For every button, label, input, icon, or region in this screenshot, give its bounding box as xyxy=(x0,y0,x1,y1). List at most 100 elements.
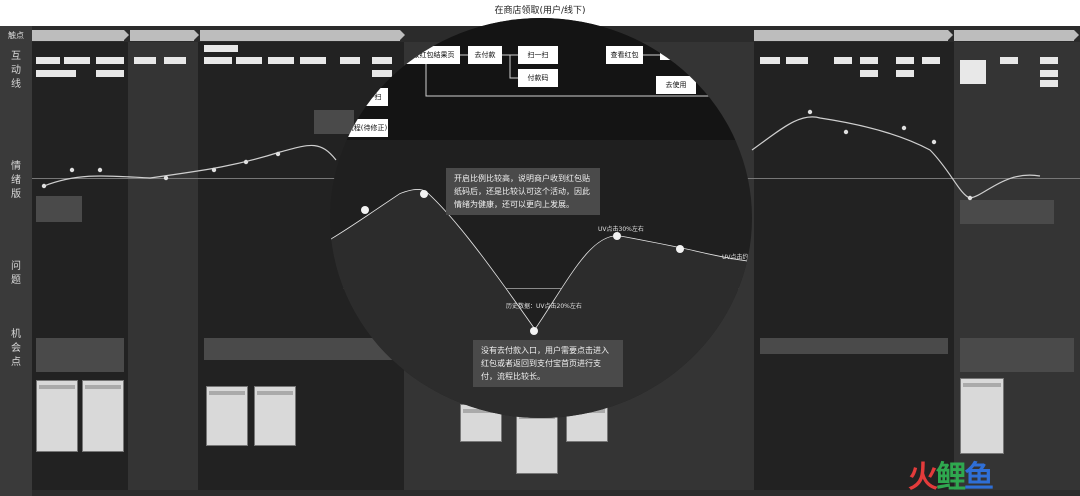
flow-node xyxy=(1040,80,1058,87)
flow-connector xyxy=(369,63,401,91)
callout-lower: 没有去付款入口，用户需要点击进入红包或者返回到支付宝首页进行支付，流程比较长。 xyxy=(473,340,623,387)
curve-point xyxy=(530,327,538,335)
corner-label: 触点 xyxy=(8,31,24,40)
flow-node xyxy=(134,57,156,64)
curve-point xyxy=(420,190,428,198)
label-char: 线 xyxy=(11,79,21,90)
curve-point xyxy=(361,206,369,214)
stage-column-2 xyxy=(128,42,198,490)
stage-column-5 xyxy=(754,42,954,490)
row-label-problem: 问 题 xyxy=(0,260,32,288)
flow-node xyxy=(96,70,124,77)
label-history: 历史数据：UV点击20%左右 xyxy=(506,303,582,310)
label-char: 互 xyxy=(11,51,21,62)
label-char: 题 xyxy=(11,275,21,286)
label-char: 会 xyxy=(11,343,21,354)
curve-point xyxy=(211,167,217,173)
curve-point xyxy=(676,245,684,253)
flow-node xyxy=(164,57,186,64)
label-char: 点 xyxy=(11,357,21,368)
curve-point xyxy=(901,125,907,131)
note-block xyxy=(960,338,1074,372)
curve-point xyxy=(967,195,973,201)
lens-curve-fill xyxy=(330,189,752,418)
label-char: 动 xyxy=(11,65,21,76)
page-title: 在商店领取(用户/线下) xyxy=(494,6,586,16)
note-block xyxy=(36,338,124,372)
phone-screenshot xyxy=(36,380,78,452)
callout-upper: 开启比例比较高，说明商户收到红包贴纸码后，还是比较认可这个活动，因此情绪为健康，… xyxy=(446,168,600,215)
flow-node xyxy=(96,57,124,64)
flow-node xyxy=(834,57,852,64)
flow-node xyxy=(786,57,808,64)
flow-box-pay-code: 付款码 xyxy=(518,69,558,87)
flow-box-go-pay: 去付款 xyxy=(468,46,502,64)
curve-point xyxy=(163,175,169,181)
phone-screenshot xyxy=(254,386,296,446)
logo-char-1: 火 xyxy=(908,460,938,495)
flow-box-scan: 扫一扫 xyxy=(518,46,558,64)
curve-point xyxy=(843,129,849,135)
magnifier-lens: 领取红包结果页 去付款 扫一扫 付款码 查看红包 去使用 扫一扫 待兼流程(待修… xyxy=(330,18,752,418)
flow-node xyxy=(1040,70,1058,77)
curve-point xyxy=(41,183,47,189)
flow-box-view-packet: 查看红包 xyxy=(606,46,643,64)
flow-node xyxy=(896,70,914,77)
curve-point xyxy=(275,151,281,157)
logo-char-3: 鱼 xyxy=(964,460,994,495)
flow-node xyxy=(860,70,878,77)
stage-arrow xyxy=(130,30,199,41)
label-char: 绪 xyxy=(11,175,21,186)
flow-node xyxy=(204,57,232,64)
flow-node xyxy=(896,57,914,64)
flow-connector xyxy=(425,64,710,97)
flow-node xyxy=(236,57,262,64)
flow-node xyxy=(1000,57,1018,64)
label-char: 问 xyxy=(11,261,21,272)
row-label-emotion: 情 绪 版 xyxy=(0,160,32,202)
curve-point xyxy=(807,109,813,115)
flow-node xyxy=(300,57,326,64)
flow-node xyxy=(960,60,986,84)
row-label-opportunity: 机 会 点 xyxy=(0,328,32,370)
stage-arrow xyxy=(32,30,129,41)
curve-point xyxy=(613,232,621,240)
row-label-interaction: 互 动 线 xyxy=(0,50,32,92)
flow-node xyxy=(1040,57,1058,64)
note-block xyxy=(36,196,82,222)
curve-point xyxy=(97,167,103,173)
label-char: 情 xyxy=(11,161,21,172)
label-char: 机 xyxy=(11,329,21,340)
curve-left xyxy=(43,144,337,187)
phone-screenshot xyxy=(206,386,248,446)
flow-node xyxy=(860,57,878,64)
curve-point xyxy=(243,159,249,165)
flow-node xyxy=(922,57,940,64)
note-block xyxy=(960,200,1054,224)
flow-node xyxy=(36,57,60,64)
flow-box-partial xyxy=(660,46,688,60)
flow-box-go-use: 去使用 xyxy=(656,76,696,94)
flow-box-receive-result: 领取红包结果页 xyxy=(400,46,460,64)
flow-connector xyxy=(500,54,518,79)
flow-node xyxy=(204,45,238,52)
label-uv-right: UV点击约 xyxy=(722,254,749,261)
curve-point xyxy=(69,167,75,173)
flow-box-scan-left: 扫一扫 xyxy=(354,88,388,106)
curve-point xyxy=(931,139,937,145)
stage-arrow xyxy=(754,30,953,41)
watermark-logo: 火鲤鱼 xyxy=(908,452,994,496)
flow-node xyxy=(64,57,90,64)
label-char: 版 xyxy=(11,189,21,200)
stage-arrow xyxy=(954,30,1079,41)
flow-node xyxy=(760,57,780,64)
phone-screenshot xyxy=(960,378,1004,454)
row-label-column: 触点 互 动 线 情 绪 版 问 题 机 会 点 xyxy=(0,26,32,496)
curve-right xyxy=(751,116,1041,199)
logo-char-2: 鲤 xyxy=(936,460,966,495)
flow-node xyxy=(36,70,76,77)
phone-screenshot xyxy=(82,380,124,452)
note-block xyxy=(760,338,948,354)
